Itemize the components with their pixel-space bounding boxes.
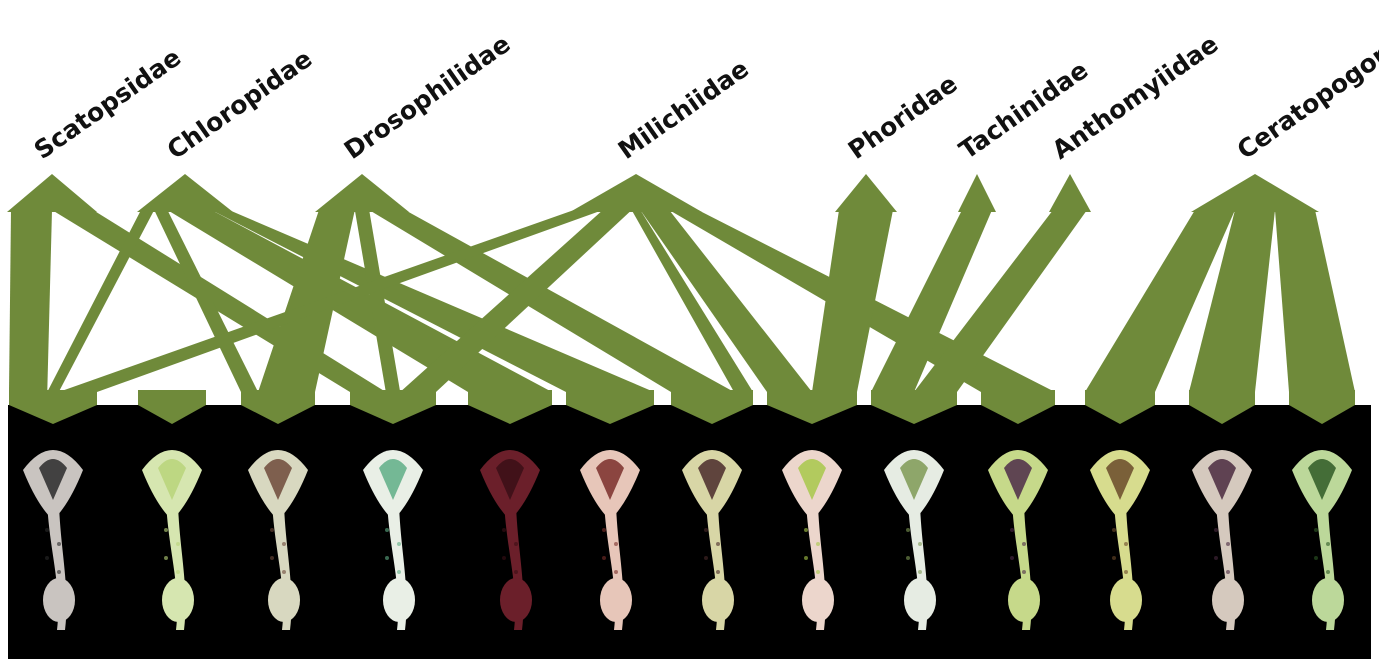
family-label-scatopsidae: Scatopsidae [29, 43, 186, 165]
interaction-links [7, 174, 1355, 424]
family-node-ceratopogonidae [1191, 174, 1319, 212]
flower-photo-strip [8, 405, 1371, 659]
family-node-chloropidae [137, 174, 233, 212]
family-label-phoridae: Phoridae [843, 69, 963, 165]
family-node-scatopsidae [7, 174, 97, 212]
family-node-anthomyiidae [1049, 174, 1091, 212]
family-label-milichiidae: Milichiidae [613, 54, 754, 165]
family-node-milichiidae [570, 174, 702, 212]
family-node-phoridae [835, 174, 897, 212]
family-label-drosophilidae: Drosophilidae [339, 29, 516, 165]
family-label-ceratopogonidae: Ceratopogonidae [1232, 2, 1379, 164]
family-label-anthomyiidae: Anthomyiidae [1047, 29, 1224, 165]
family-labels: ScatopsidaeChloropidaeDrosophilidae Milic… [29, 2, 1379, 164]
family-label-chloropidae: Chloropidae [162, 44, 318, 165]
interaction-link-scatopsidae-flower-1 [9, 210, 52, 392]
family-node-tachinidae [958, 174, 996, 212]
family-node-drosophilidae [315, 174, 409, 212]
interaction-link-ceratopogonidae-flower-13 [1275, 210, 1355, 392]
interaction-link-phoridae-flower-8 [812, 210, 893, 392]
